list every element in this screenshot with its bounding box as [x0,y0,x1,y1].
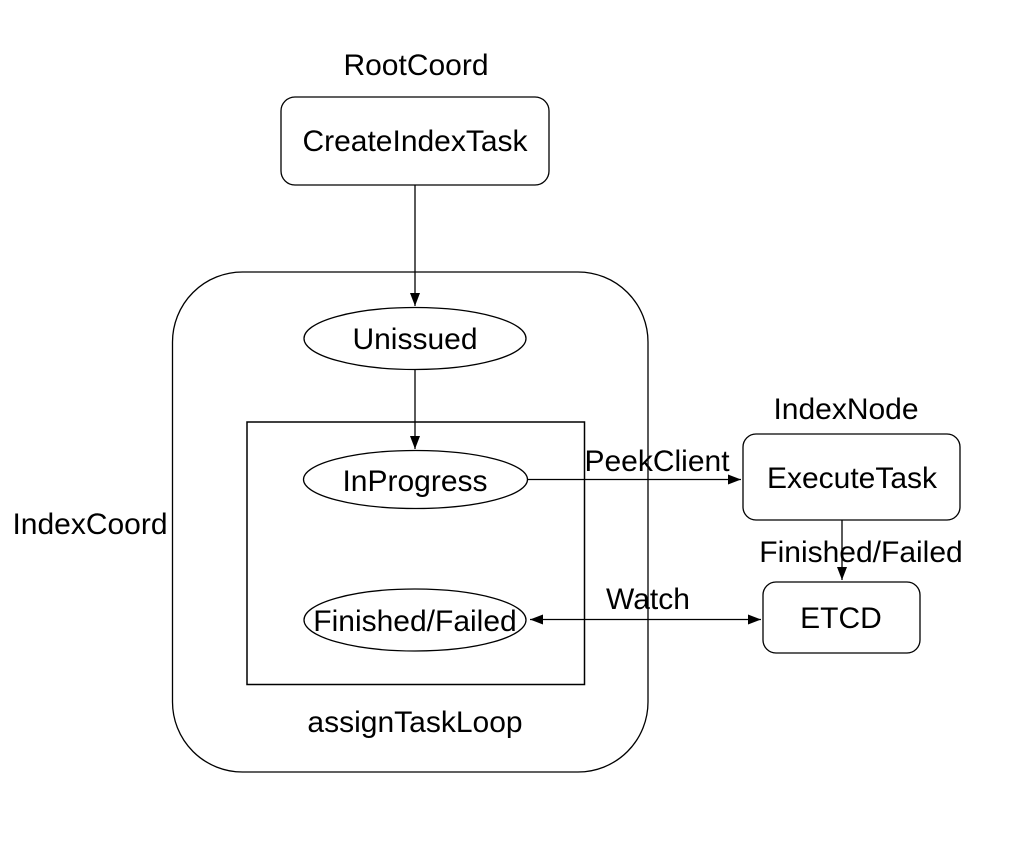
finished-failed-ellipse [303,588,527,652]
edge-finished-failed-to-etcd: Watch [530,583,761,625]
index-coord-group-label: IndexCoord [12,508,167,541]
unissued-label: Unissued [352,323,477,356]
assign-task-loop-container [246,421,586,686]
finished-failed-label: Finished/Failed [313,605,516,638]
assign-task-loop-group-label: assignTaskLoop [307,706,522,739]
node-execute-task: ExecuteTask [742,433,961,521]
root-coord-group-label: RootCoord [343,49,488,82]
edge-label-peek-client: PeekClient [584,445,730,478]
in-progress-label: InProgress [342,465,487,498]
unissued-ellipse [303,306,527,371]
node-unissued: Unissued [303,306,527,371]
index-node-group-label: IndexNode [773,393,918,426]
node-create-index-task: CreateIndexTask [280,96,550,186]
node-finished-failed: Finished/Failed [303,588,527,652]
node-etcd: ETCD [762,581,921,654]
edge-execute-task-to-etcd: Finished/Failed [759,520,963,580]
execute-task-box [742,433,961,521]
create-index-task-box [280,96,550,186]
edge-label-finished-failed: Finished/Failed [759,536,962,569]
node-in-progress: InProgress [302,449,529,510]
in-progress-ellipse [302,449,529,510]
edge-label-watch: Watch [606,583,690,616]
index-coord-container [171,271,649,773]
execute-task-label: ExecuteTask [767,462,938,495]
etcd-label: ETCD [800,602,882,635]
edge-in-progress-to-execute-task: PeekClient [527,445,741,485]
create-index-task-label: CreateIndexTask [302,125,528,158]
etcd-box [762,581,921,654]
